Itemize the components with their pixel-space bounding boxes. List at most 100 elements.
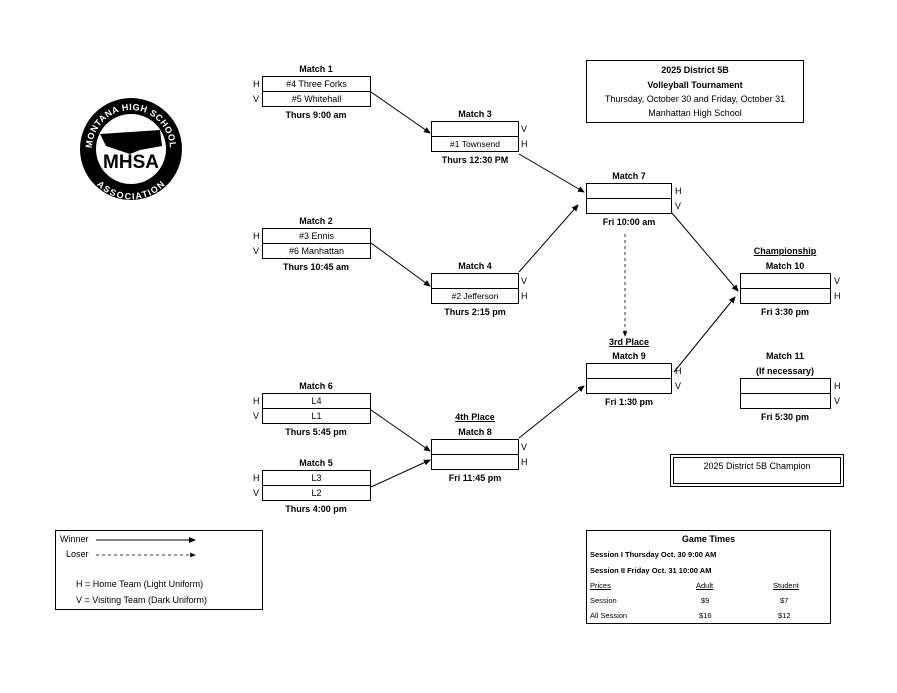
home-indicator: H xyxy=(253,473,260,483)
legend-loser-label: Loser xyxy=(66,549,89,559)
match-10-visitor-slot xyxy=(740,273,831,289)
match-11-time: Fri 5:30 pm xyxy=(760,412,809,422)
match-8-home-slot xyxy=(431,454,519,470)
header-line-2: Volleyball Tournament xyxy=(647,80,743,90)
match-4-home-slot: #2 Jefferson xyxy=(431,288,519,304)
connector-m1-m3 xyxy=(370,91,431,134)
legend-visitor-definition: V = Visiting Team (Dark Uniform) xyxy=(76,595,207,605)
visitor-indicator: V xyxy=(521,124,528,134)
match-11-home-slot xyxy=(740,378,831,394)
home-indicator: H xyxy=(834,381,841,391)
connector-m6-m8 xyxy=(370,409,431,452)
home-indicator: H xyxy=(675,186,682,196)
legend-winner-label: Winner xyxy=(60,534,89,544)
match-9-visitor-slot xyxy=(586,378,672,394)
match-3-visitor-slot xyxy=(431,121,519,137)
match-9-title: Match 9 xyxy=(612,351,646,361)
match-10-home-slot xyxy=(740,288,831,304)
match-11-title: Match 11 xyxy=(765,351,805,361)
price-row-label: Session xyxy=(590,596,617,605)
match-8-time: Fri 11:45 pm xyxy=(448,473,502,483)
champion-box: 2025 District 5B Champion xyxy=(670,454,844,487)
adult-header: Adult xyxy=(696,581,714,590)
header-line-3: Thursday, October 30 and Friday, October… xyxy=(604,94,786,104)
match-4-visitor-slot xyxy=(431,273,519,289)
home-indicator: H xyxy=(675,366,682,376)
visitor-indicator: V xyxy=(675,381,682,391)
session-2-info: Session II Friday Oct. 31 10:00 AM xyxy=(590,566,712,575)
match-1-time: Thurs 9:00 am xyxy=(285,110,347,120)
champion-label: 2025 District 5B Champion xyxy=(673,457,841,484)
price-row-adult: $16 xyxy=(699,611,712,620)
match-1-home-slot: #4 Three Forks xyxy=(262,76,371,92)
price-row-adult: $9 xyxy=(701,596,710,605)
match-3-time: Thurs 12:30 PM xyxy=(441,155,509,165)
visitor-indicator: V xyxy=(253,488,260,498)
visitor-indicator: V xyxy=(253,246,260,256)
match-1-title: Match 1 xyxy=(299,64,333,74)
visitor-indicator: V xyxy=(253,411,260,421)
home-indicator: H xyxy=(521,291,528,301)
match-3-home-slot: #1 Townsend xyxy=(431,136,519,152)
match-7-time: Fri 10:00 am xyxy=(602,217,656,227)
home-indicator: H xyxy=(834,291,841,301)
header-line-4: Manhattan High School xyxy=(648,108,742,118)
match-10-time: Fri 3:30 pm xyxy=(760,307,809,317)
match-6-visitor-slot: L1 xyxy=(262,408,371,424)
visitor-indicator: V xyxy=(675,201,682,211)
visitor-indicator: V xyxy=(253,94,260,104)
match-5-home-slot: L3 xyxy=(262,470,371,486)
tournament-header-box: 2025 District 5B Volleyball Tournament T… xyxy=(586,60,804,123)
match-9-time: Fri 1:30 pm xyxy=(604,397,653,407)
visitor-indicator: V xyxy=(834,276,841,286)
match-4-time: Thurs 2:15 pm xyxy=(444,307,506,317)
connector-m3-m7 xyxy=(518,153,585,193)
home-indicator: H xyxy=(521,139,528,149)
match-6-title: Match 6 xyxy=(299,381,333,391)
match-7-title: Match 7 xyxy=(612,171,646,181)
logo-center-text: MHSA xyxy=(103,152,159,173)
home-indicator: H xyxy=(253,396,260,406)
fourth-place-heading: 4th Place xyxy=(455,412,495,422)
connector-m5-m8 xyxy=(370,459,431,488)
match-3-title: Match 3 xyxy=(458,109,492,119)
montana-state-shape xyxy=(100,130,162,154)
championship-heading: Championship xyxy=(753,246,817,256)
legend-home-definition: H = Home Team (Light Uniform) xyxy=(76,579,204,589)
match-4-title: Match 4 xyxy=(458,261,492,271)
mhsa-logo: MONTANA HIGH SCHOOL ASSOCIATION MHSA xyxy=(80,98,182,202)
home-indicator: H xyxy=(253,79,260,89)
home-indicator: H xyxy=(521,457,528,467)
legend-box xyxy=(55,530,263,610)
match-5-time: Thurs 4:00 pm xyxy=(285,504,347,514)
visitor-indicator: V xyxy=(521,442,528,452)
price-row-label: All Session xyxy=(590,611,628,620)
match-7-visitor-slot xyxy=(586,198,672,214)
connector-m8-m9 xyxy=(518,385,585,439)
session-1-info: Session I Thursday Oct. 30 9:00 AM xyxy=(590,550,717,559)
match-2-time: Thurs 10:45 am xyxy=(282,262,350,272)
connector-m7-m10 xyxy=(671,212,739,292)
match-8-visitor-slot xyxy=(431,439,519,455)
visitor-indicator: V xyxy=(521,276,528,286)
home-indicator: H xyxy=(253,231,260,241)
match-7-home-slot xyxy=(586,183,672,199)
match-1-visitor-slot: #5 Whitehall xyxy=(262,91,371,107)
student-header: Student xyxy=(773,581,799,590)
match-2-title: Match 2 xyxy=(299,216,333,226)
third-place-heading: 3rd Place xyxy=(608,337,650,347)
connector-m2-m4 xyxy=(370,242,431,287)
match-8-title: Match 8 xyxy=(458,427,492,437)
game-times-box xyxy=(586,530,831,624)
match-2-home-slot: #3 Ennis xyxy=(262,228,371,244)
connector-m9-m10 xyxy=(673,296,736,373)
header-line-1: 2025 District 5B xyxy=(661,65,729,75)
visitor-indicator: V xyxy=(834,396,841,406)
game-times-title: Game Times xyxy=(681,534,736,544)
connector-m4-m7 xyxy=(518,204,579,273)
match-6-home-slot: L4 xyxy=(262,393,371,409)
price-row-student: $12 xyxy=(778,611,791,620)
match-5-visitor-slot: L2 xyxy=(262,485,371,501)
match-6-time: Thurs 5:45 pm xyxy=(285,427,347,437)
